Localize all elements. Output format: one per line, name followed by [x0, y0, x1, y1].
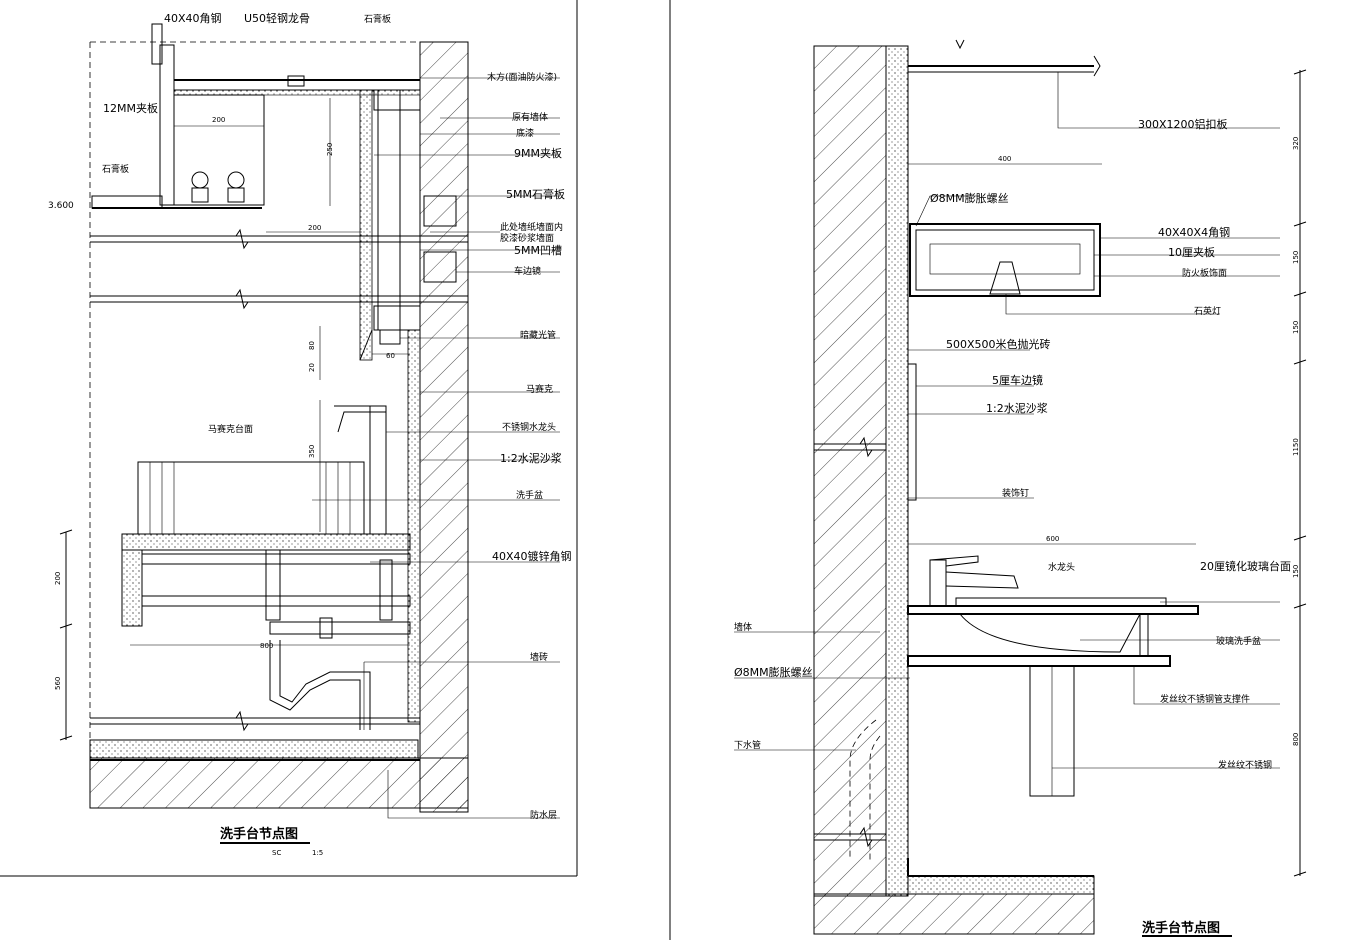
label-anchor-top: Ø8MM膨胀螺丝 [930, 191, 1009, 205]
label-slot5: 5MM凹槽 [514, 244, 562, 257]
label-wall: 原有墙体 [512, 111, 548, 123]
label-wall: 墙体 [734, 621, 752, 633]
label-granite: 20厘镜化玻璃台面 [1200, 559, 1291, 573]
label-glass5: 5MM石膏板 [506, 187, 565, 201]
label-wood: 木方(面油防火漆) [487, 71, 557, 83]
label-tile: 500X500米色抛光砖 [946, 337, 1051, 351]
label-angle-steel: 40X40角钢 [164, 12, 222, 25]
label-gypsum-top: 石膏板 [364, 13, 391, 25]
left-section-drawing [0, 0, 578, 877]
left-scale-b: 1:5 [312, 849, 323, 857]
right-section-drawing [669, 0, 1307, 940]
label-fireboard: 防火板饰面 [1182, 267, 1227, 279]
label-marble-top: 马赛克台面 [208, 423, 253, 435]
label-bracket: 发丝纹不锈钢管支撑件 [1160, 693, 1250, 705]
dim-250: 250 [326, 143, 334, 156]
label-ply10: 10厘夹板 [1168, 245, 1215, 259]
dim-60: 60 [386, 352, 395, 360]
dim-20: 20 [308, 363, 316, 372]
dim-v150b: 150 [1292, 321, 1300, 334]
dim-560: 560 [54, 677, 62, 690]
left-title: 洗手台节点图 [220, 826, 298, 842]
label-note-a: 此处墙纸墙面内 [500, 221, 563, 233]
dim-200a: 200 [212, 116, 225, 124]
label-gypsum-left: 石膏板 [102, 163, 129, 175]
dim-v150a: 150 [1292, 251, 1300, 264]
left-scale-a: SC [272, 849, 281, 857]
dim-v800: 800 [1292, 733, 1300, 746]
left-labels: 40X40角钢 U50轻钢龙骨 石膏板 12MM夹板 石膏板 3.600 木方(… [48, 11, 572, 857]
label-drain: 墙砖 [530, 651, 548, 663]
label-mirror: 5厘车边镜 [992, 373, 1043, 387]
label-ply9: 9MM夹板 [514, 146, 562, 160]
dim-350: 350 [308, 445, 316, 458]
label-basin: 玻璃洗手盆 [1216, 635, 1261, 647]
label-faucet: 水龙头 [1048, 561, 1075, 573]
dim-600: 600 [1046, 535, 1059, 543]
dim-400: 400 [998, 155, 1011, 163]
right-labels: 300X1200铝扣板 Ø8MM膨胀螺丝 40X40X4角钢 10厘夹板 防火板… [734, 117, 1300, 936]
label-primer: 底漆 [516, 127, 534, 139]
label-marble: 马赛克 [526, 383, 553, 395]
label-nail: 装饰钉 [1002, 487, 1029, 499]
dim-v320: 320 [1292, 137, 1300, 150]
label-lamp: 暗藏光管 [520, 329, 556, 341]
dim-800: 800 [260, 642, 273, 650]
label-basin: 洗手盆 [516, 489, 543, 501]
label-steel4040: 40X40镀锌角钢 [492, 549, 572, 563]
label-angle: 40X40X4角钢 [1158, 226, 1230, 239]
label-level: 3.600 [48, 201, 74, 211]
label-ply12: 12MM夹板 [103, 101, 158, 115]
label-u50: U50轻钢龙骨 [244, 11, 310, 25]
label-mortar: 1:2水泥沙浆 [986, 401, 1048, 415]
dim-200b: 200 [308, 224, 321, 232]
label-drainpipe: 下水管 [734, 739, 761, 751]
label-lamp: 石英灯 [1194, 305, 1221, 317]
label-waterproof: 防水层 [530, 809, 557, 821]
right-title: 洗手台节点图 [1142, 920, 1220, 936]
dim-v1150: 1150 [1292, 438, 1300, 456]
label-mirror: 车边镜 [514, 265, 541, 277]
label-mortar: 1:2水泥沙浆 [500, 451, 562, 465]
label-ceiling: 300X1200铝扣板 [1138, 117, 1228, 131]
label-steel: 发丝纹不锈钢 [1218, 759, 1272, 771]
dim-200c: 200 [54, 572, 62, 585]
label-anchor-bot: Ø8MM膨胀螺丝 [734, 665, 813, 679]
label-faucet: 不锈钢水龙头 [502, 421, 556, 433]
dim-80: 80 [308, 341, 316, 350]
label-note-b: 胶漆砂浆墙面 [500, 232, 554, 244]
dim-v150c: 150 [1292, 565, 1300, 578]
